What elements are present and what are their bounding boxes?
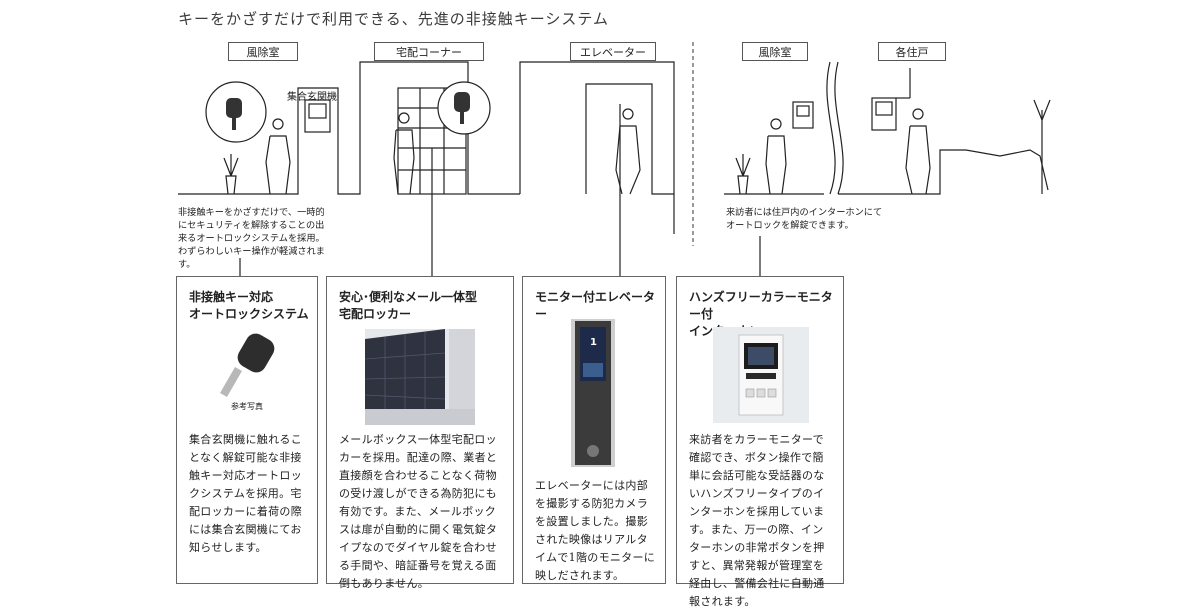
- plant-1: [223, 154, 239, 195]
- card-monitor-elevator: モニター付エレベーター 1 エレベーターには内部を撮影する防犯カメラを設置しまし…: [522, 276, 666, 584]
- card-body: メールボックス一体型宅配ロッカーを採用。配達の際、業者と直接顔を合わせることなく…: [339, 433, 498, 590]
- antenna-top: [1033, 99, 1051, 122]
- right-floor-2: [838, 149, 1049, 195]
- zone-label-elevator: エレベーター: [570, 42, 656, 61]
- curved-wall-2: [834, 61, 844, 195]
- curved-wall-1: [826, 61, 836, 195]
- intercom-unit: [871, 97, 897, 131]
- person-figure-4: [765, 118, 787, 195]
- card-title: 非接触キー対応 オートロックシステム: [189, 290, 309, 321]
- key-icon-2: [454, 92, 470, 124]
- person-figure-5: [905, 108, 931, 195]
- intercom-vestibule: [792, 101, 814, 129]
- elevator-door: [585, 83, 674, 195]
- headline: キーをかざすだけで利用できる、先進の非接触キーシステム: [178, 10, 609, 28]
- plant-2: [735, 154, 751, 195]
- note-right: 来訪者には住戸内のインターホンにてオートロックを解錠できます。: [726, 207, 883, 231]
- locker-photo: [365, 329, 475, 425]
- card-title: モニター付エレベーター: [535, 290, 656, 321]
- entrance-panel: [304, 99, 331, 133]
- elevator-photo: [571, 319, 615, 467]
- person-figure-1: [265, 118, 291, 195]
- card-delivery-locker: 安心･便利なメール一体型 宅配ロッカー メールボックス一体型宅配ロッカーを採用。…: [326, 276, 514, 590]
- card-intercom: ハンズフリーカラーモニター付 インターホン 来訪者をカラーモニターで確認でき、ボ…: [676, 276, 844, 608]
- intercom-photo: [713, 327, 809, 423]
- photo-caption: 参考写真: [231, 402, 263, 411]
- person-figure-2: [393, 112, 415, 195]
- elevator-floor-number: 1: [590, 337, 597, 348]
- zone-label-vestibule-2: 風除室: [742, 42, 808, 61]
- card-title: 安心･便利なメール一体型 宅配ロッカー: [339, 290, 478, 321]
- zone-label-delivery-corner: 宅配コーナー: [374, 42, 484, 61]
- zone-label-vestibule: 風除室: [228, 42, 298, 61]
- card-contactless-key: 非接触キー対応 オートロックシステム 参考写真 集合玄関機に触れることなく解錠可…: [176, 276, 318, 584]
- elevator-wall: [519, 61, 675, 234]
- note-left: 非接触キーをかざすだけで、一時的にセキュリティを解除することの出来るオートロック…: [178, 207, 325, 270]
- person-figure-3: [615, 108, 641, 195]
- key-icon-1: [226, 98, 242, 130]
- card-body: 集合玄関機に触れることなく解錠可能な非接触キー対応オートロックシステムを採用。宅…: [189, 433, 302, 554]
- card-body: エレベーターには内部を撮影する防犯カメラを設置しました。撮影された映像はリアルタ…: [535, 479, 656, 582]
- key-photo: [220, 333, 275, 397]
- zone-label-each-unit: 各住戸: [878, 42, 946, 61]
- line-drawing-scene: [178, 42, 1051, 276]
- card-body: 来訪者をカラーモニターで確認でき、ボタン操作で簡単に会話可能な受話器のないハンズ…: [689, 433, 825, 608]
- entrance-panel-label: 集合玄関機: [287, 92, 337, 103]
